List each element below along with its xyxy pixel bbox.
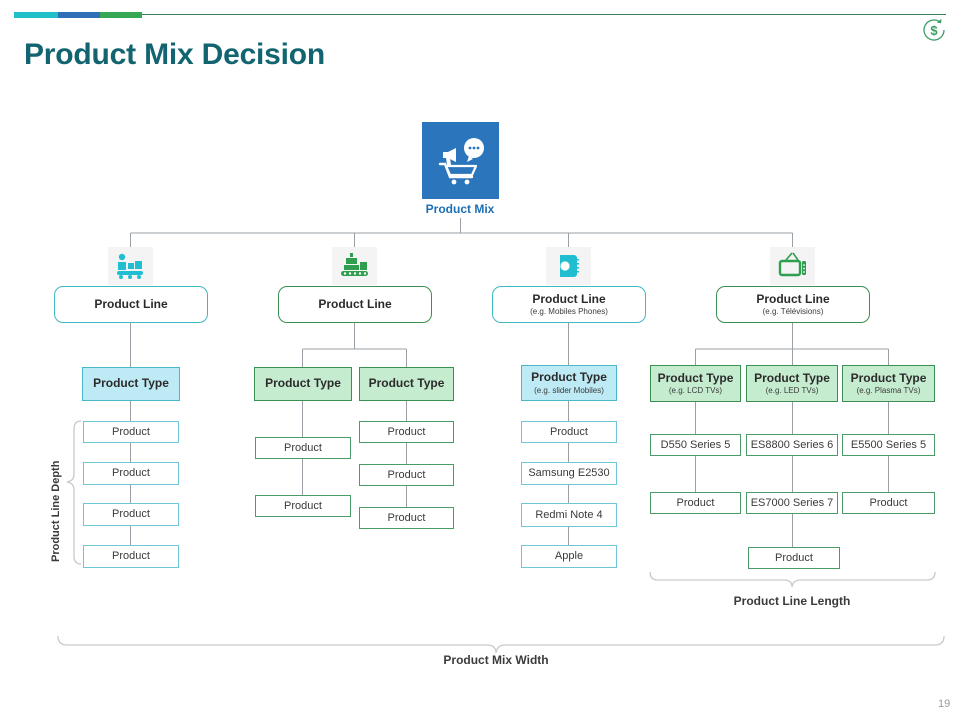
svg-text:$: $: [930, 23, 938, 38]
product-label: Product: [387, 468, 426, 481]
root-icon-tile: [422, 122, 499, 199]
product-leaf-3-1-3[interactable]: Redmi Note 4: [521, 503, 617, 527]
product-type-box-4-1[interactable]: Product Type (e.g. LCD TVs): [650, 365, 741, 402]
product-leaf-2-2-3[interactable]: Product: [359, 507, 454, 529]
product-type-title: Product Type: [93, 376, 169, 391]
product-label: ES7000 Series 7: [750, 496, 834, 509]
branch-icon-tile-2: [332, 247, 377, 285]
product-line-box-2[interactable]: Product Line: [278, 286, 432, 323]
product-leaf-2-2-2[interactable]: Product: [359, 464, 454, 486]
product-leaf-2-1-1[interactable]: Product: [255, 437, 351, 459]
product-label: Product: [676, 496, 715, 509]
product-type-subtitle: (e.g. slider Mobiles): [534, 385, 604, 395]
product-type-box-4-3[interactable]: Product Type (e.g. Plasma TVs): [842, 365, 935, 402]
product-leaf-4-3-1[interactable]: E5500 Series 5: [842, 434, 935, 456]
product-leaf-1-1-2[interactable]: Product: [83, 462, 179, 485]
product-type-title: Product Type: [850, 370, 927, 385]
product-type-box-2-2[interactable]: Product Type: [359, 367, 454, 401]
packaging-conveyor-icon: [340, 253, 368, 276]
product-type-box-1-1[interactable]: Product Type: [82, 367, 180, 401]
product-line-box-1[interactable]: Product Line: [54, 286, 208, 323]
product-line-title: Product Line: [532, 291, 606, 306]
television-icon: [778, 252, 806, 277]
product-leaf-2-1-2[interactable]: Product: [255, 495, 351, 517]
product-label: Redmi Note 4: [535, 508, 603, 521]
cart-megaphone-icon: [438, 137, 484, 184]
product-type-box-3-1[interactable]: Product Type (e.g. slider Mobiles): [521, 365, 617, 401]
accent-segment-cyan: [14, 12, 58, 18]
dollar-refresh-icon: $: [918, 14, 950, 46]
product-leaf-3-1-1[interactable]: Product: [521, 421, 617, 443]
product-label: Product: [284, 499, 322, 512]
product-type-subtitle: (e.g. LED TVs): [765, 386, 819, 396]
product-label: Product: [775, 551, 813, 564]
product-label: Product: [112, 550, 150, 563]
product-label: Product: [112, 467, 150, 480]
product-label: Apple: [554, 550, 584, 563]
product-leaf-2-2-1[interactable]: Product: [359, 421, 454, 443]
product-label: Product: [112, 508, 150, 521]
product-type-box-4-2[interactable]: Product Type (e.g. LED TVs): [746, 365, 838, 402]
product-label: D550 Series 5: [660, 438, 731, 451]
mobile-phone-icon: [559, 255, 579, 277]
product-line-box-4[interactable]: Product Line (e.g. Télévisions): [716, 286, 870, 323]
product-type-title: Product Type: [754, 370, 830, 385]
product-label: Product: [112, 425, 150, 438]
product-leaf-4-2-1[interactable]: ES8800 Series 6: [746, 434, 838, 456]
product-label: Product: [284, 441, 322, 454]
product-label: Product: [869, 496, 908, 509]
page-title: Product Mix Decision: [24, 38, 326, 71]
branch-icon-tile-3: [546, 247, 591, 285]
product-label: Product: [550, 425, 588, 438]
product-leaf-4-2-3[interactable]: Product: [748, 547, 840, 569]
product-leaf-4-1-2[interactable]: Product: [650, 492, 741, 514]
header-accent-bar: [14, 12, 946, 18]
product-line-subtitle: (e.g. Mobiles Phones): [530, 307, 608, 317]
product-leaf-3-1-4[interactable]: Apple: [521, 545, 617, 568]
product-label: Product: [387, 511, 426, 524]
product-leaf-1-1-3[interactable]: Product: [83, 503, 179, 526]
product-type-title: Product Type: [657, 370, 734, 385]
product-label: E5500 Series 5: [850, 438, 927, 451]
product-line-title: Product Line: [318, 296, 392, 311]
product-type-title: Product Type: [368, 376, 445, 391]
product-label: Product: [387, 425, 426, 438]
product-line-depth-label: Product Line Depth: [50, 460, 62, 562]
branch-icon-tile-4: [770, 247, 815, 285]
product-leaf-3-1-2[interactable]: Samsung E2530: [521, 462, 617, 485]
product-label: Samsung E2530: [528, 467, 610, 480]
product-line-title: Product Line: [94, 296, 168, 311]
product-line-title: Product Line: [756, 291, 830, 306]
product-type-title: Product Type: [265, 376, 341, 391]
product-line-length-label: Product Line Length: [733, 594, 851, 608]
product-leaf-4-1-1[interactable]: D550 Series 5: [650, 434, 741, 456]
product-line-subtitle: (e.g. Télévisions): [762, 307, 824, 317]
product-type-title: Product Type: [531, 370, 607, 384]
product-leaf-4-2-2[interactable]: ES7000 Series 7: [746, 492, 838, 514]
product-type-subtitle: (e.g. Plasma TVs): [856, 386, 921, 396]
product-leaf-4-3-2[interactable]: Product: [842, 492, 935, 514]
root-label: Product Mix: [425, 202, 495, 216]
product-line-box-3[interactable]: Product Line (e.g. Mobiles Phones): [492, 286, 646, 323]
header-rule: [142, 14, 946, 15]
product-type-box-2-1[interactable]: Product Type: [254, 367, 352, 401]
page-number: 19: [938, 698, 951, 710]
factory-worker-conveyor-icon: [116, 253, 143, 279]
product-mix-width-label: Product Mix Width: [443, 653, 549, 667]
product-leaf-1-1-4[interactable]: Product: [83, 545, 179, 568]
accent-segment-green: [100, 12, 142, 18]
product-label: ES8800 Series 6: [750, 438, 834, 451]
product-leaf-1-1-1[interactable]: Product: [83, 421, 179, 443]
branch-icon-tile-1: [108, 247, 153, 285]
accent-segment-blue: [58, 12, 100, 18]
product-type-subtitle: (e.g. LCD TVs): [668, 386, 723, 396]
